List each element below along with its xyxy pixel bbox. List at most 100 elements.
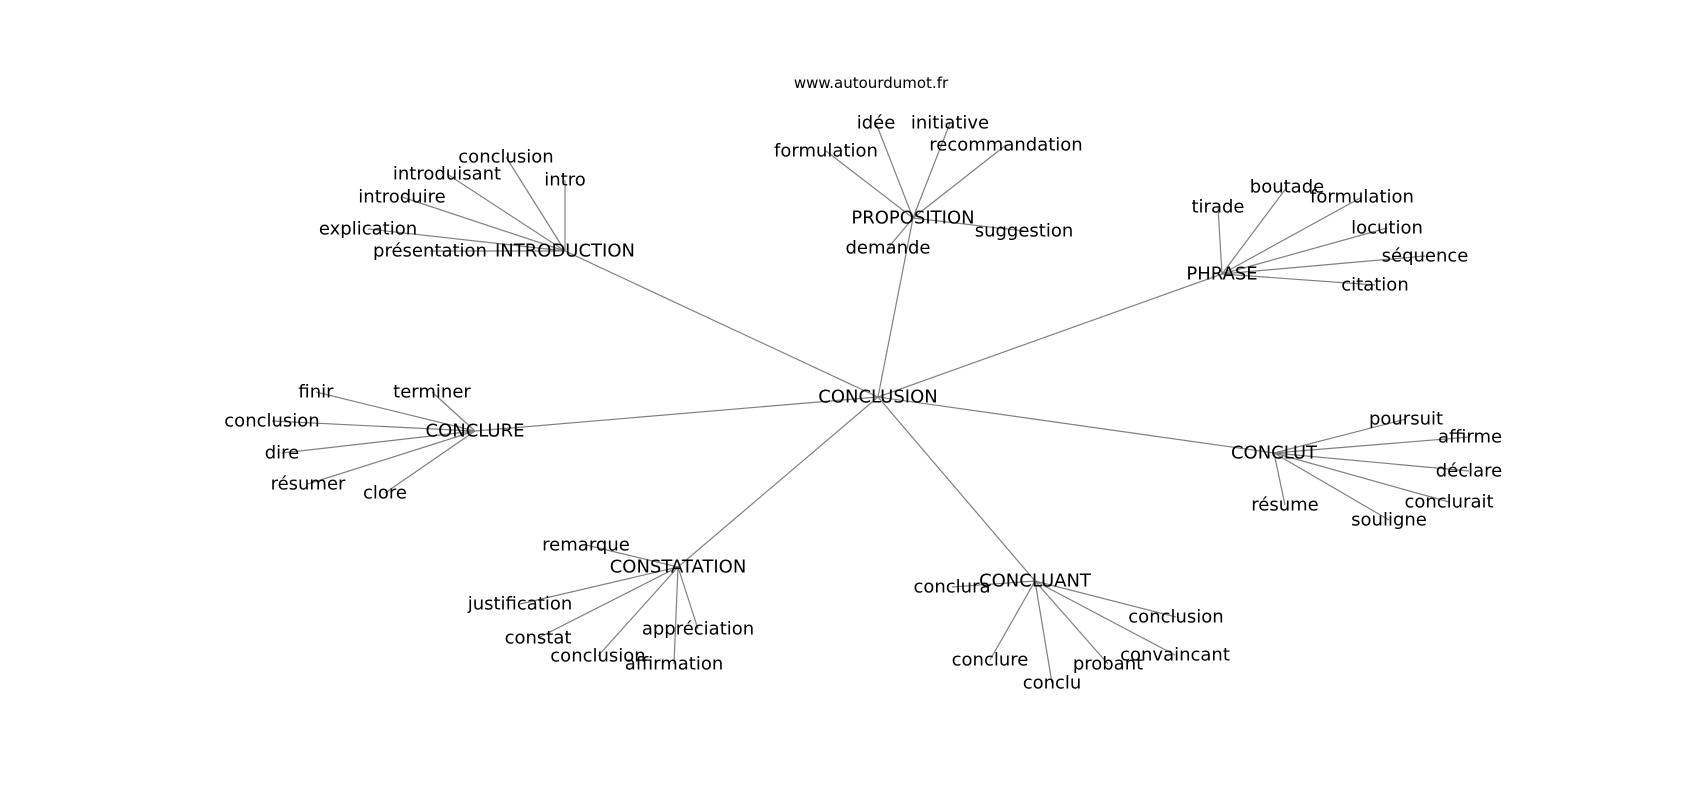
site-label: www.autourdumot.fr — [794, 74, 949, 92]
leaf-node-label: terminer — [393, 382, 471, 403]
edge-conclut-leaf — [1273, 452, 1286, 506]
edge-concluant-leaf — [989, 580, 1036, 661]
labels-layer: www.autourdumot.fr CONCLUSION INTRODUCTIO… — [224, 74, 1502, 694]
leaf-node-label: justification — [467, 594, 573, 615]
hub-node-label: INTRODUCTION — [495, 241, 635, 262]
edge-concluant-leaf — [951, 580, 1036, 588]
edge-phrase-leaf — [1217, 206, 1223, 275]
edge-phrase-leaf — [1221, 255, 1426, 275]
leaf-node-label: citation — [1341, 275, 1408, 296]
edge-proposition-leaf — [912, 122, 951, 219]
edge-proposition-leaf — [887, 217, 914, 249]
edge-conclut-leaf — [1273, 436, 1471, 454]
edge-phrase-leaf — [1221, 186, 1288, 275]
leaf-node-label: présentation — [373, 241, 487, 262]
edge-conclut-leaf — [1273, 452, 1470, 472]
edge-phrase-leaf — [1221, 227, 1388, 275]
leaf-node-label: initiative — [911, 113, 989, 134]
leaf-node-label: résume — [1251, 495, 1318, 516]
leaf-node-label: introduire — [358, 187, 445, 208]
leaf-node-label: recommandation — [929, 135, 1082, 156]
edge-conclure-leaf — [431, 391, 476, 432]
edge-proposition-leaf — [912, 144, 1007, 219]
edge-root-concluant — [877, 396, 1036, 582]
hub-node-label: CONSTATATION — [610, 557, 747, 578]
edge-constatation-leaf — [537, 566, 679, 639]
hub-node-label: PHRASE — [1186, 264, 1257, 285]
leaf-node-label: locution — [1351, 218, 1423, 239]
leaf-node-label: formulation — [774, 141, 878, 162]
edge-phrase-leaf — [1221, 196, 1363, 275]
leaf-node-label: conclusion — [224, 411, 319, 432]
leaf-node-label: suggestion — [975, 221, 1074, 242]
leaf-node-label: conclure — [952, 650, 1029, 671]
edge-conclut-leaf — [1273, 418, 1407, 454]
leaf-node-label: idée — [857, 113, 896, 134]
leaf-node-label: boutade — [1250, 177, 1324, 198]
edge-conclure-leaf — [315, 391, 476, 432]
edge-constatation-leaf — [585, 544, 679, 568]
edge-introduction-leaf — [401, 196, 566, 252]
leaf-node-label: clore — [363, 483, 407, 504]
leaf-node-label: conclu — [1023, 673, 1082, 694]
leaf-node-label: affirme — [1438, 427, 1502, 448]
edge-root-introduction — [564, 250, 879, 398]
leaf-node-label: probant — [1073, 654, 1143, 675]
leaf-node-label: séquence — [1382, 246, 1469, 267]
leaf-node-label: résumer — [271, 474, 346, 495]
edge-constatation-leaf — [597, 566, 679, 657]
edge-concluant-leaf — [1034, 580, 1109, 665]
edge-root-phrase — [877, 273, 1223, 398]
edge-introduction-leaf — [446, 173, 566, 252]
leaf-node-label: demande — [846, 238, 931, 259]
edge-phrase-leaf — [1221, 273, 1376, 286]
edge-proposition-leaf — [912, 217, 1025, 232]
leaf-node-label: conclusion — [458, 147, 553, 168]
edge-concluant-leaf — [1034, 580, 1177, 618]
edge-conclut-leaf — [1273, 452, 1390, 521]
leaf-node-label: conclurait — [1404, 492, 1493, 513]
hub-node-label: CONCLUT — [1231, 443, 1318, 464]
edge-conclure-leaf — [271, 420, 476, 432]
leaf-node-label: appréciation — [642, 619, 754, 640]
edge-root-conclure — [474, 396, 879, 432]
leaf-node-label: conclusion — [1128, 607, 1223, 628]
root-node-label: CONCLUSION — [818, 387, 937, 408]
edge-conclure-leaf — [307, 430, 476, 485]
edge-constatation-leaf — [677, 566, 699, 630]
edge-concluant-leaf — [1034, 580, 1053, 684]
leaf-node-label: finir — [298, 382, 334, 403]
leaf-node-label: poursuit — [1369, 409, 1443, 430]
leaf-node-label: intro — [544, 170, 585, 191]
leaf-node-label: remarque — [542, 535, 630, 556]
edge-conclut-leaf — [1273, 452, 1450, 503]
hub-node-label: CONCLURE — [426, 421, 525, 442]
leaf-node-label: introduisant — [393, 164, 501, 185]
leaf-node-label: formulation — [1310, 187, 1414, 208]
edge-conclure-leaf — [281, 430, 476, 454]
edges-layer — [271, 122, 1471, 684]
edge-introduction-leaf — [505, 156, 566, 252]
leaf-node-label: déclare — [1436, 461, 1503, 482]
edge-proposition-leaf — [825, 150, 914, 219]
leaf-node-label: conclura — [913, 577, 990, 598]
edge-introduction-leaf — [367, 228, 566, 252]
edge-concluant-leaf — [1034, 580, 1176, 656]
leaf-node-label: souligne — [1351, 510, 1427, 531]
leaf-node-label: tirade — [1192, 197, 1245, 218]
edge-root-constatation — [677, 396, 879, 568]
leaf-node-label: constat — [505, 628, 572, 649]
hub-node-label: PROPOSITION — [851, 208, 974, 229]
leaf-node-label: explication — [319, 219, 417, 240]
leaf-node-label: convaincant — [1120, 645, 1230, 666]
edge-root-proposition — [877, 217, 914, 398]
edge-proposition-leaf — [875, 122, 914, 219]
leaf-node-label: dire — [265, 443, 300, 464]
edge-conclure-leaf — [384, 430, 476, 494]
edge-constatation-leaf — [519, 566, 679, 605]
edge-root-conclut — [877, 396, 1275, 454]
leaf-node-label: conclusion — [550, 646, 645, 667]
hub-node-label: CONCLUANT — [979, 571, 1092, 592]
edge-constatation-leaf — [673, 566, 679, 665]
